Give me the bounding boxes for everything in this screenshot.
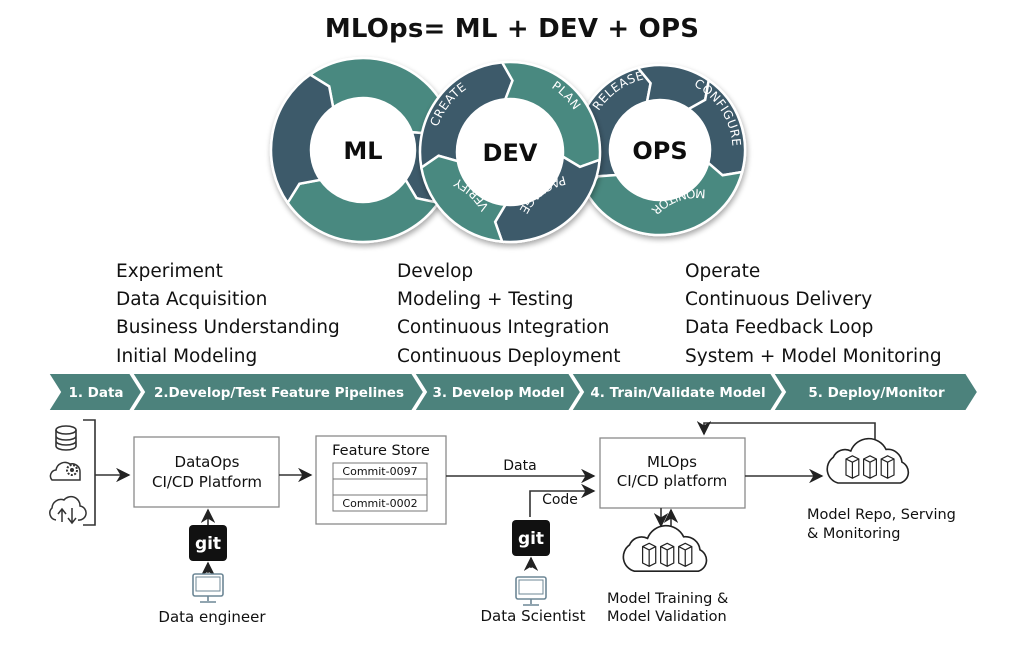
ml-activity: Business Understanding — [116, 317, 340, 339]
ops-activity: Data Feedback Loop — [685, 317, 874, 339]
dev-activities: Develop Modeling + Testing Continuous In… — [397, 258, 621, 371]
server-icon — [880, 455, 895, 479]
serving-label: Model Repo, Serving — [807, 507, 956, 523]
server-icon — [845, 455, 860, 479]
code-label: Code — [542, 492, 578, 508]
pipeline-step-label: 2.Develop/Test Feature Pipelines — [154, 385, 404, 401]
ml-activity: Experiment — [116, 261, 223, 282]
mlops-box-subtitle: CI/CD platform — [617, 472, 727, 490]
commit-row — [332, 478, 428, 496]
ml-activity: Data Acquisition — [116, 289, 268, 311]
sources-bracket — [83, 419, 96, 526]
ml-activity: Initial Modeling — [116, 345, 258, 367]
dev-activity: Continuous Deployment — [397, 345, 621, 367]
data-scientist-monitor-icon — [515, 576, 547, 606]
dev-activity: Develop — [397, 261, 474, 282]
dev-activity: Continuous Integration — [397, 317, 610, 339]
training-label: Model Validation — [607, 609, 727, 625]
pipeline-step-label: 3. Develop Model — [433, 385, 565, 401]
git-logo — [512, 520, 550, 556]
server-icon — [863, 455, 878, 479]
cloud-sync-icon — [49, 495, 87, 525]
ops-activity: System + Model Monitoring — [685, 345, 942, 367]
data-engineer-label: Data engineer — [158, 608, 266, 626]
ops-center — [610, 100, 710, 200]
pipeline-banner: 1. Data 2.Develop/Test Feature Pipelines 3… — [46, 372, 980, 412]
pipeline-step — [771, 372, 980, 412]
ml-activities: Experiment Data Acquisition Business Und… — [116, 258, 340, 371]
ml-label: ML — [343, 137, 382, 165]
pipeline-step-label: 5. Deploy/Monitor — [808, 385, 945, 401]
database-icon — [55, 425, 77, 451]
data-engineer-monitor-icon — [192, 573, 224, 603]
serving-label: & Monitoring — [807, 526, 900, 542]
mlops-box — [599, 437, 746, 509]
diagram-title: MLOps= ML + DEV + OPS — [324, 14, 700, 44]
dev-activity: Modeling + Testing — [397, 289, 574, 311]
mlops-box-title: MLOps — [647, 453, 697, 471]
training-label: Model Training & — [607, 591, 728, 607]
feedback-loop-arrow — [696, 421, 876, 450]
pipeline-step — [130, 372, 426, 412]
server-icon — [660, 542, 675, 567]
ops-label: OPS — [632, 137, 687, 165]
commit-label: Commit-0002 — [342, 497, 417, 510]
pipeline-step — [569, 372, 785, 412]
pipeline-step-label: 1. Data — [68, 385, 123, 401]
git-label: git — [518, 529, 544, 549]
data-label: Data — [503, 458, 536, 474]
pipeline-step-label: 4. Train/Validate Model — [590, 385, 765, 401]
dataops-box — [133, 436, 280, 508]
ml-center — [311, 98, 415, 202]
ops-activity: Continuous Delivery — [685, 289, 873, 311]
ops-activities: Operate Continuous Delivery Data Feedbac… — [685, 258, 942, 371]
server-icon — [678, 542, 693, 567]
commit-row — [332, 494, 428, 512]
dev-center — [457, 99, 563, 205]
commit-label: Commit-0097 — [342, 465, 417, 478]
server-icon — [641, 542, 657, 567]
cloud-gear-icon — [49, 461, 81, 481]
pipeline-step — [412, 372, 583, 412]
pipeline-step — [46, 372, 144, 412]
feature-store-title: Feature Store — [332, 443, 430, 459]
training-cloud-icon — [622, 524, 708, 573]
ops-activity: Operate — [685, 261, 761, 282]
dataops-box-title: DataOps — [175, 453, 240, 471]
git-label: git — [195, 534, 221, 554]
dataops-box-subtitle: CI/CD Platform — [152, 473, 262, 491]
dev-label: DEV — [483, 139, 538, 167]
git-logo — [189, 525, 227, 561]
data-scientist-label: Data Scientist — [481, 607, 586, 625]
code-arrow — [529, 483, 596, 517]
serving-cloud-icon — [826, 437, 910, 484]
